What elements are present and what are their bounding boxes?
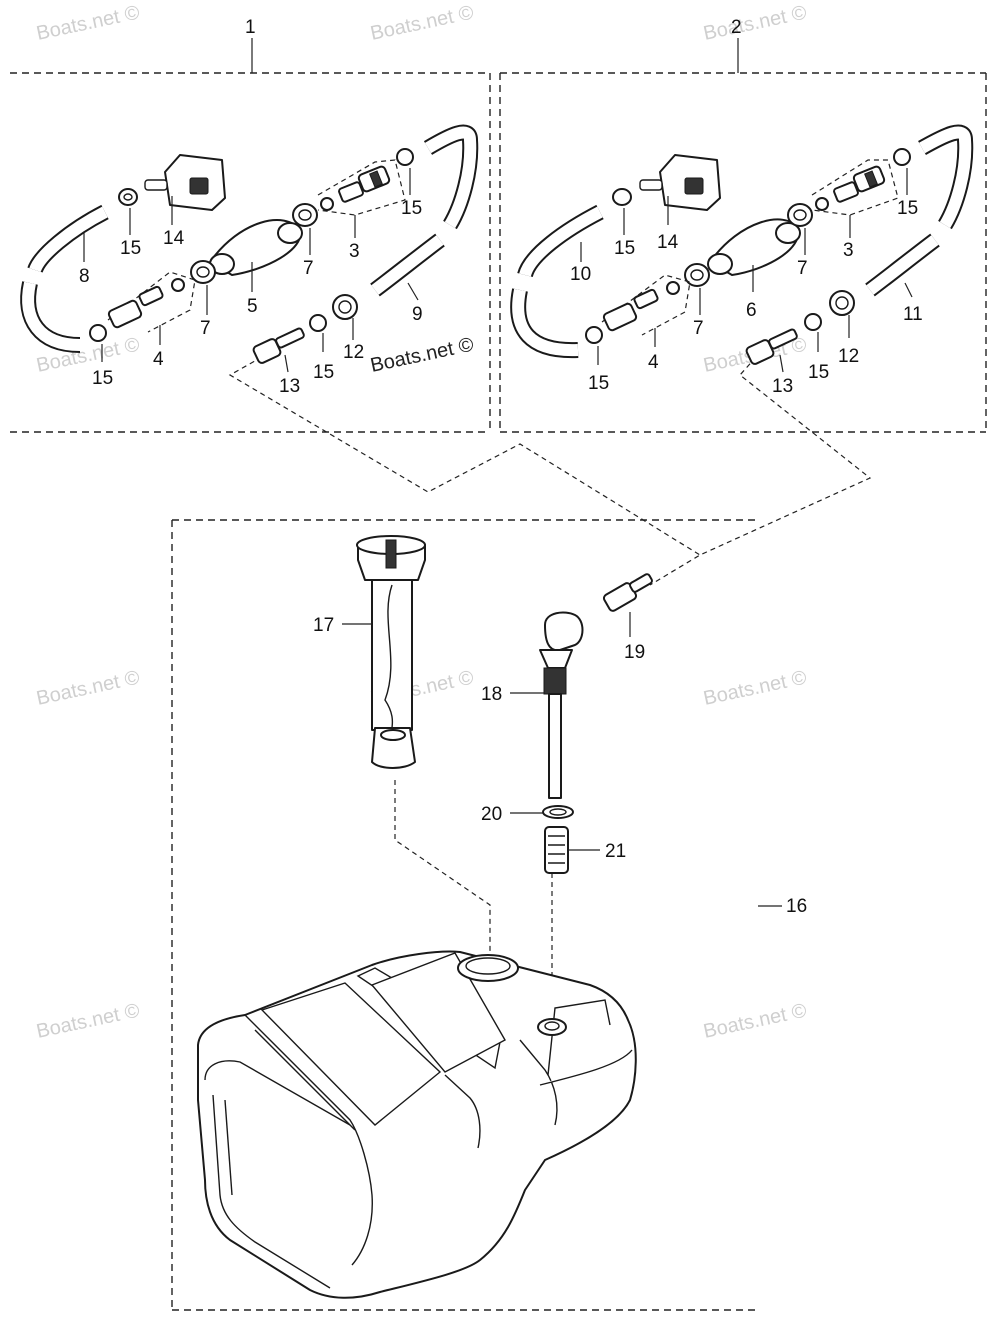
- check-valve-4: 4: [107, 271, 196, 370]
- kit-2-box: 2: [499, 17, 987, 433]
- watermark: Boats.net ©: [701, 1000, 808, 1043]
- callout-4: 4: [648, 352, 659, 373]
- callout-3: 3: [843, 240, 854, 261]
- callout-14: 14: [657, 232, 679, 253]
- tank-connector-14: 14: [144, 154, 226, 249]
- callout-13: 13: [772, 376, 793, 397]
- callout-9: 9: [412, 304, 423, 325]
- tank-connector-14: 14: [639, 154, 721, 253]
- watermark: Boats.net ©: [368, 2, 475, 45]
- callout-10: 10: [570, 264, 591, 285]
- tank-assembly-box: [171, 519, 760, 1311]
- callout-12: 12: [343, 342, 364, 363]
- callout-6: 6: [746, 300, 757, 321]
- callout-17: 17: [313, 615, 334, 636]
- callout-15: 15: [897, 198, 918, 219]
- callout-15: 15: [120, 238, 141, 259]
- kit-1-parts: 8 14 15 5 7: [20, 124, 479, 397]
- callout-15: 15: [808, 362, 829, 383]
- primer-bulb-6: 6: [707, 218, 801, 321]
- callout-11: 11: [903, 304, 923, 325]
- tank-fitting-19: 19: [602, 573, 653, 663]
- watermark: Boats.net ©: [34, 1000, 141, 1043]
- check-valve-3: 3: [317, 159, 406, 262]
- watermark: Boats.net ©: [34, 2, 141, 45]
- fuel-pickup-18: 18: [481, 611, 584, 799]
- fuel-tank: [197, 950, 637, 1299]
- callout-3: 3: [349, 241, 360, 262]
- callout-15: 15: [401, 198, 422, 219]
- callout-21: 21: [605, 841, 626, 862]
- callout-7: 7: [303, 258, 314, 279]
- callout-16: 16: [786, 896, 807, 917]
- callout-12: 12: [838, 346, 859, 367]
- kit-1-box: 1: [10, 17, 491, 433]
- watermark: Boats.net ©: [701, 2, 808, 45]
- callout-15: 15: [588, 373, 609, 394]
- primer-bulb-5: 5: [209, 219, 303, 317]
- watermark: Boats.net ©: [368, 334, 475, 377]
- callout-8: 8: [79, 266, 90, 287]
- callout-20: 20: [481, 804, 502, 825]
- callout-7: 7: [797, 258, 808, 279]
- callout-7: 7: [693, 318, 704, 339]
- tank-assembly-parts: 17 19 18 20 21: [197, 535, 807, 1299]
- check-valve-3: 3: [811, 159, 899, 261]
- callout-5: 5: [247, 296, 258, 317]
- watermark: Boats.net ©: [34, 667, 141, 710]
- callout-7: 7: [200, 318, 211, 339]
- callout-15: 15: [313, 362, 334, 383]
- check-valve-4: 4: [601, 274, 691, 373]
- watermark: Boats.net ©: [701, 667, 808, 710]
- hose-fitting-13: 13: [252, 327, 305, 397]
- callout-19: 19: [624, 642, 645, 663]
- callout-15: 15: [614, 238, 635, 259]
- kit-2-parts: 10 14 15 6 7: [510, 124, 974, 397]
- fuel-gauge-17: 17: [313, 535, 426, 769]
- callout-18: 18: [481, 684, 502, 705]
- callout-2: 2: [731, 17, 742, 38]
- callout-14: 14: [163, 228, 185, 249]
- callout-4: 4: [153, 349, 164, 370]
- hose-fitting-13: 13: [745, 328, 798, 397]
- callout-15: 15: [92, 368, 113, 389]
- callout-1: 1: [245, 17, 256, 38]
- callout-13: 13: [279, 376, 300, 397]
